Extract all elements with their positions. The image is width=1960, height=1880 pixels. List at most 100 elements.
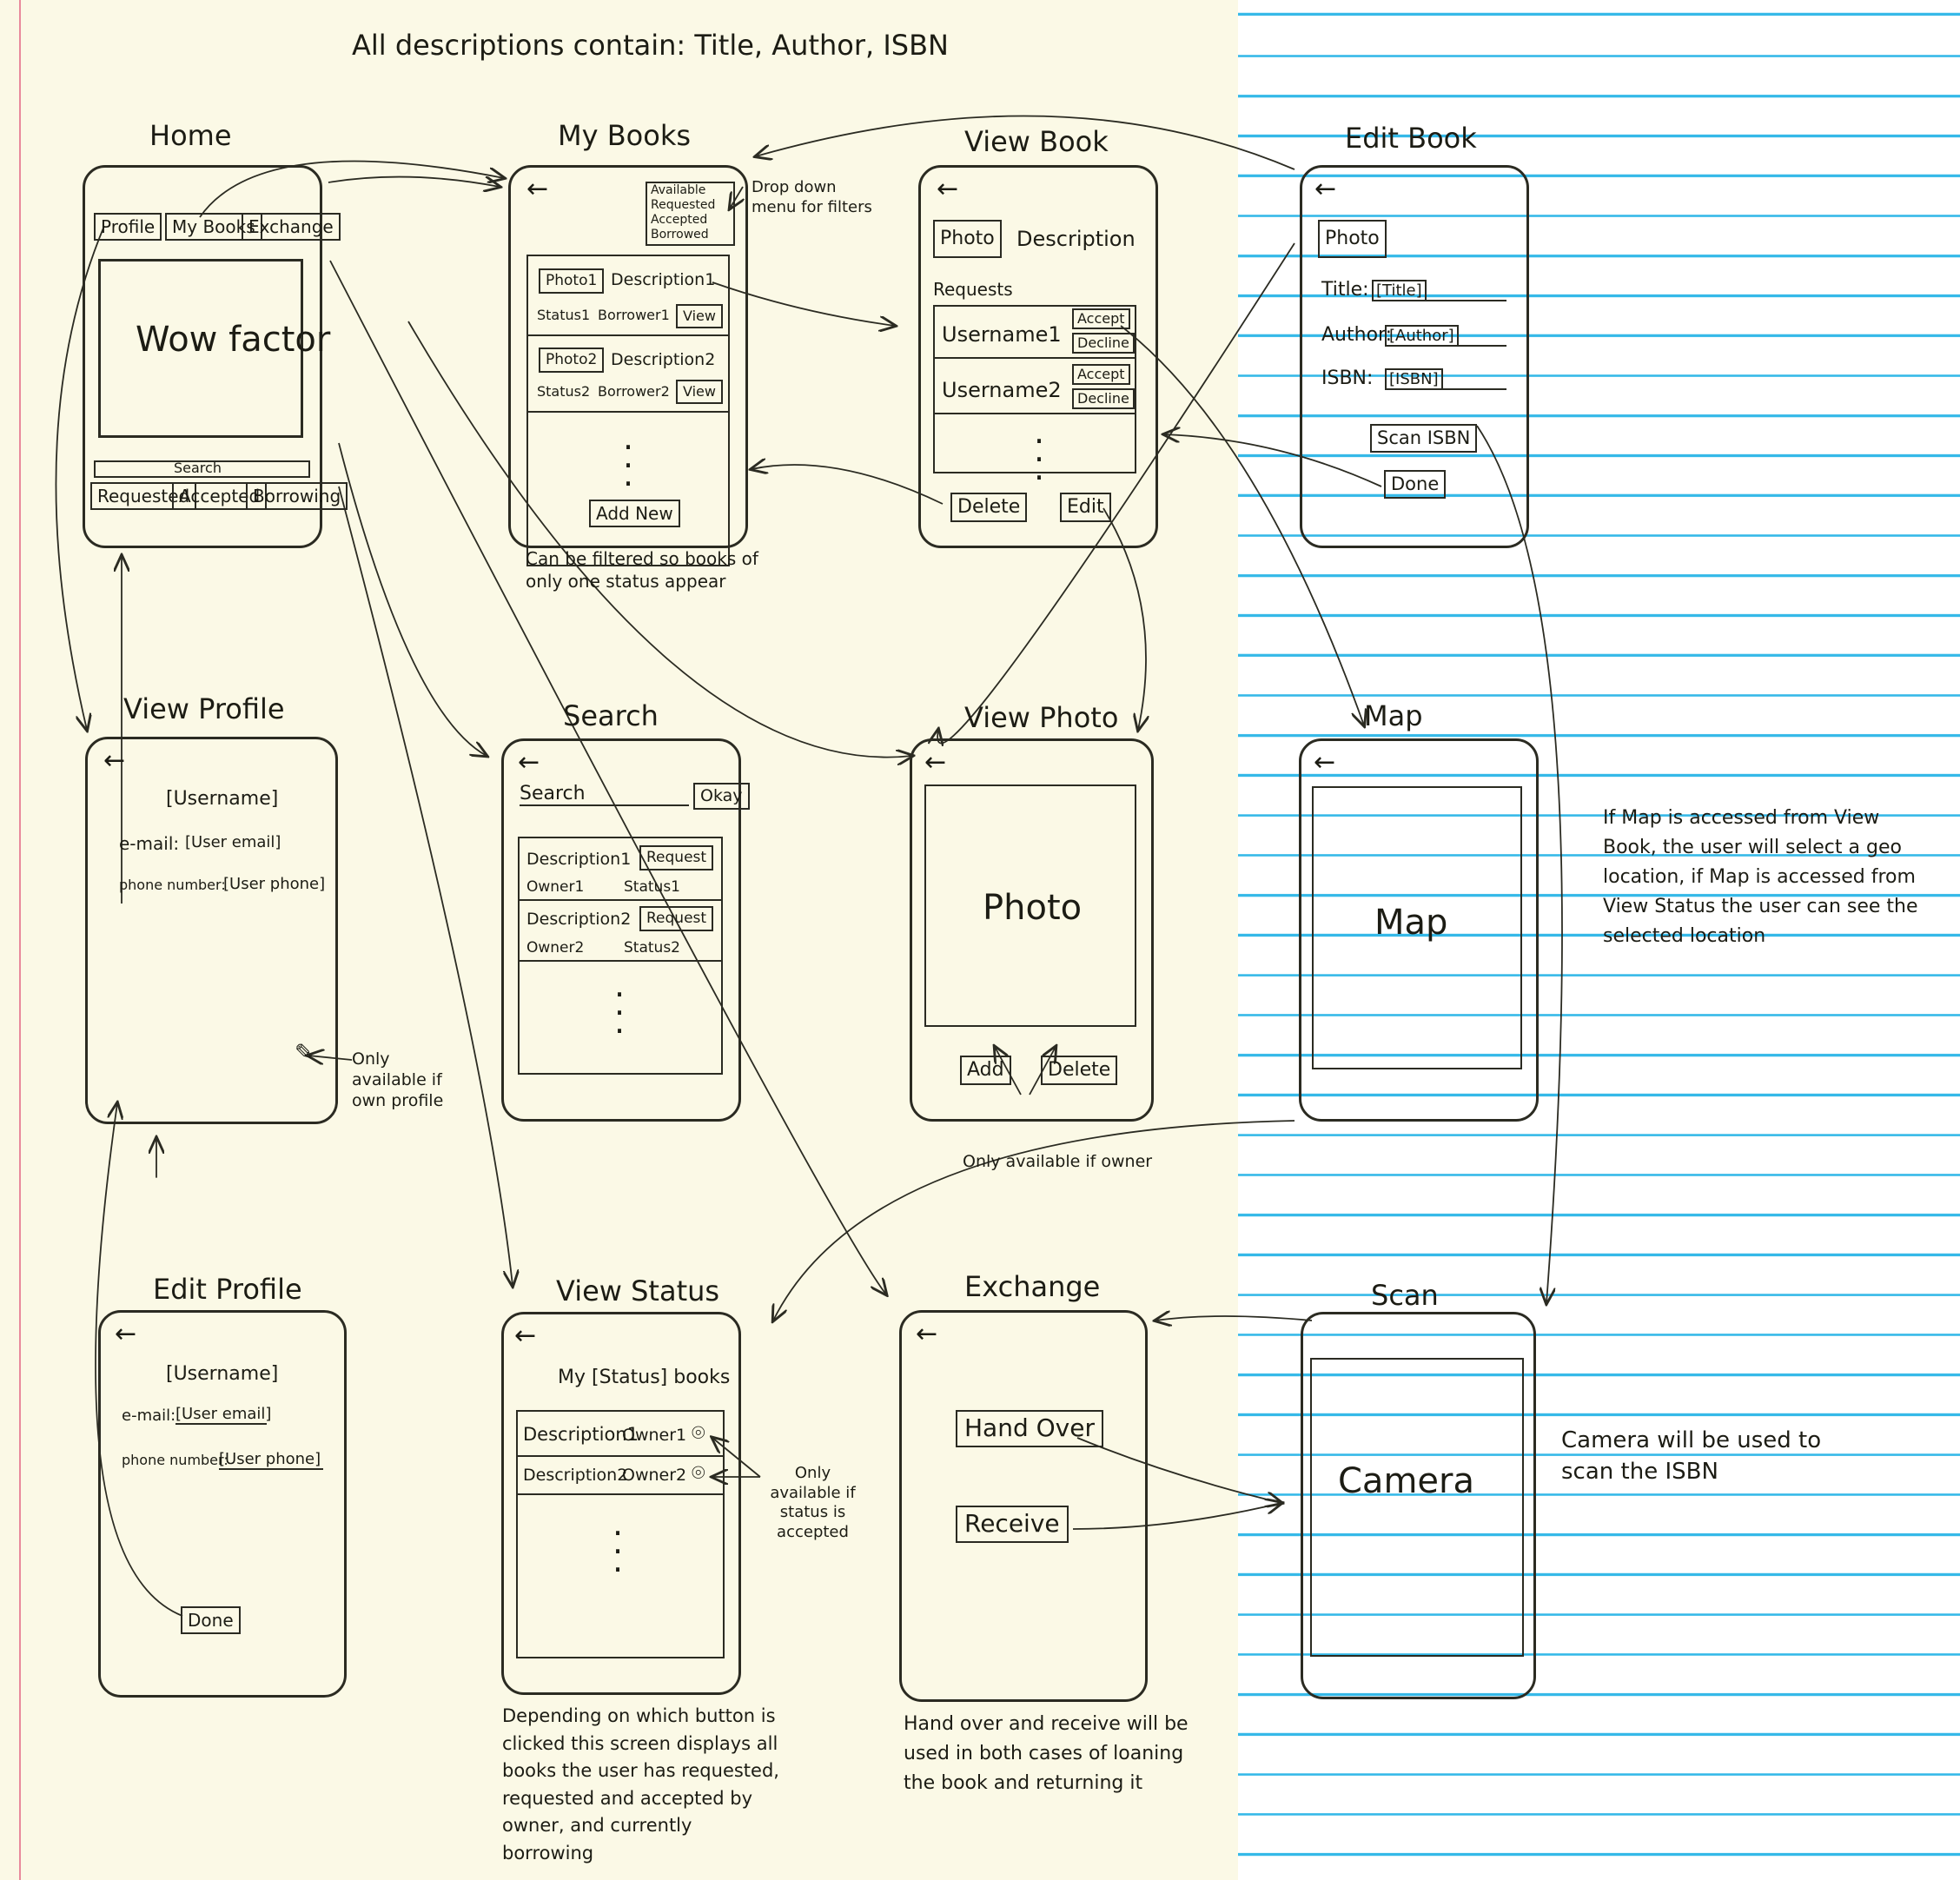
request-button[interactable]: Request [639, 845, 714, 870]
book-photo[interactable]: Photo1 [539, 268, 605, 294]
accept-button[interactable]: Accept [1072, 364, 1130, 385]
book-borrower: Borrower2 [598, 383, 670, 400]
accept-button[interactable]: Accept [1072, 308, 1130, 329]
delete-button[interactable]: Delete [950, 493, 1028, 523]
book-photo[interactable]: Photo [933, 220, 1002, 259]
view-photo-screen: ← Photo Add Delete [910, 738, 1154, 1122]
exchange-button[interactable]: Exchange [242, 213, 341, 241]
arrow-home-search [338, 442, 487, 756]
back-arrow-icon[interactable]: ← [103, 745, 126, 776]
more-items-ellipsis: ··· [612, 1514, 624, 1589]
back-arrow-icon[interactable]: ← [518, 747, 540, 778]
scan-title: Scan [1371, 1279, 1439, 1312]
filter-option[interactable]: Accepted [651, 213, 708, 227]
add-photo-button[interactable]: Add [960, 1056, 1011, 1086]
my-books-screen: ← Available Requested Accepted Borrowed … [508, 165, 748, 566]
add-new-button[interactable]: Add New [589, 500, 680, 527]
my-books-note: Can be filtered so books of only one sta… [526, 548, 758, 592]
decline-button[interactable]: Decline [1072, 388, 1135, 409]
filter-note: Drop down menu for filters [752, 178, 872, 216]
arrow-viewbook-photo [1102, 507, 1146, 730]
accepted-button[interactable]: Accepted [172, 482, 268, 510]
edit-book-screen: ← Photo Title: [Title] Author: [Author] … [1300, 165, 1529, 548]
phone-field[interactable]: [User phone] [219, 1450, 323, 1470]
requester-username: Username2 [942, 378, 1062, 402]
book-description: Description1 [611, 270, 716, 289]
scan-screen: Camera [1301, 1312, 1536, 1699]
receive-button[interactable]: Receive [956, 1506, 1069, 1543]
back-arrow-icon[interactable]: ← [115, 1319, 137, 1349]
arrow-viewbook-map [1120, 325, 1364, 725]
isbn-field[interactable]: [ISBN] [1385, 367, 1506, 390]
filter-option[interactable]: Requested [651, 198, 716, 212]
borrowing-button[interactable]: Borrowing [246, 482, 348, 510]
pencil-edit-icon[interactable]: ✎ [295, 1040, 314, 1066]
ruled-paper [1238, 0, 1960, 1880]
photo-text: Photo [983, 888, 1083, 928]
requests-label: Requests [933, 279, 1013, 300]
view-book-button[interactable]: View [676, 380, 723, 404]
book-photo[interactable]: Photo2 [539, 348, 605, 373]
okay-button[interactable]: Okay [693, 783, 750, 810]
filter-option[interactable]: Borrowed [651, 228, 709, 242]
camera-text: Camera [1338, 1461, 1474, 1501]
done-button[interactable]: Done [1384, 470, 1447, 500]
arrow-map-viewstatus [773, 1120, 1295, 1321]
status-book-description: Description2 [523, 1466, 628, 1485]
view-book-button[interactable]: View [676, 304, 723, 328]
location-pin-icon[interactable]: ⌾ [692, 1420, 705, 1446]
status-filter-dropdown[interactable]: Available Requested Accepted Borrowed [646, 182, 735, 246]
status-book-owner: Owner2 [622, 1466, 687, 1485]
map-view[interactable]: Map [1312, 786, 1522, 1069]
back-arrow-icon[interactable]: ← [514, 1321, 537, 1351]
email-field[interactable]: [User email] [175, 1405, 271, 1425]
camera-view[interactable]: Camera [1310, 1358, 1524, 1657]
decline-button[interactable]: Decline [1072, 333, 1135, 354]
status-header: My [Status] books [558, 1367, 731, 1388]
delete-photo-button[interactable]: Delete [1041, 1056, 1118, 1086]
phone-label: phone number: [119, 877, 226, 893]
search-title: Search [563, 699, 659, 732]
requested-button[interactable]: Requested [90, 482, 197, 510]
back-arrow-icon[interactable]: ← [1314, 174, 1337, 204]
back-arrow-icon[interactable]: ← [937, 174, 959, 204]
back-arrow-icon[interactable]: ← [1314, 747, 1336, 778]
view-profile-title: View Profile [123, 692, 285, 725]
profile-button[interactable]: Profile [94, 213, 162, 241]
view-book-screen: ← Photo Description Requests Username1 A… [918, 165, 1158, 548]
author-field[interactable]: [Author] [1385, 324, 1506, 347]
arrow-mybooks-edit [756, 115, 1295, 170]
email-label: e-mail: [119, 833, 180, 854]
back-arrow-icon[interactable]: ← [924, 747, 947, 778]
scan-isbn-button[interactable]: Scan ISBN [1370, 424, 1478, 453]
hand-over-button[interactable]: Hand Over [956, 1410, 1103, 1447]
back-arrow-icon[interactable]: ← [526, 174, 549, 204]
location-pin-icon[interactable]: ⌾ [692, 1460, 705, 1486]
search-input[interactable]: Search [94, 460, 310, 478]
book-photo[interactable]: Photo [1318, 220, 1387, 259]
title-value: [Title] [1372, 280, 1427, 301]
home-title: Home [149, 119, 232, 152]
back-arrow-icon[interactable]: ← [916, 1319, 938, 1349]
arrow-mybooks-photo [407, 321, 912, 758]
done-button[interactable]: Done [181, 1606, 241, 1634]
view-photo-title: View Photo [964, 701, 1119, 734]
filter-option[interactable]: Available [651, 183, 706, 197]
search-field[interactable]: Search [520, 783, 689, 806]
list-divider [520, 899, 721, 901]
status-book-owner: Owner1 [622, 1426, 687, 1445]
view-profile-screen: ← [Username] e-mail: [User email] phone … [85, 737, 338, 1124]
exchange-title: Exchange [964, 1270, 1101, 1303]
view-book-title: View Book [964, 125, 1109, 158]
request-button[interactable]: Request [639, 906, 714, 931]
book-status: Status2 [537, 383, 591, 400]
edit-profile-note: Only available if own profile [352, 1049, 444, 1110]
view-status-note: Depending on which button is clicked thi… [502, 1705, 779, 1863]
arrow-home-mybooks-2 [199, 160, 504, 218]
my-books-button[interactable]: My Books [165, 213, 262, 241]
book-description: Description2 [611, 350, 716, 369]
arrow-editbook-photo [937, 242, 1295, 744]
title-field[interactable]: [Title] [1372, 279, 1506, 301]
my-books-list: Photo1 Description1 Status1 Borrower1 Vi… [526, 255, 730, 566]
edit-button[interactable]: Edit [1060, 493, 1111, 523]
